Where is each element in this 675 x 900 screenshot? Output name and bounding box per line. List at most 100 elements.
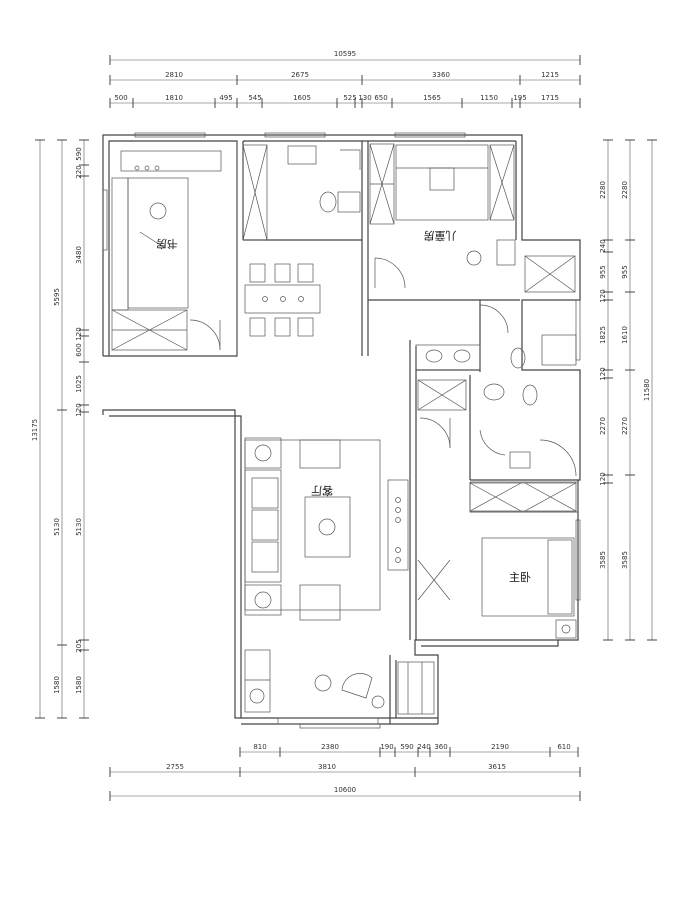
top-r3-3: 495	[219, 94, 232, 102]
left-r3-6: 1025	[75, 375, 83, 393]
bath-door-swing	[479, 304, 509, 334]
top-r2-1: 2810	[165, 71, 183, 79]
living-room: 客厅	[244, 437, 409, 621]
bath-door-swing	[479, 429, 506, 456]
top-total-dimension: 10595	[109, 50, 581, 65]
right-total-dimension: 11580	[643, 139, 657, 641]
top-r2-4: 1215	[541, 71, 559, 79]
top-r3-6: 525	[343, 94, 356, 102]
kids-bed	[395, 144, 489, 221]
study-chair-icon	[149, 202, 167, 220]
top-r3-12: 1715	[541, 94, 559, 102]
left-total-dimension: 13175	[31, 139, 45, 719]
bottom-r1-4: 590	[400, 743, 413, 751]
left-total-label: 13175	[31, 419, 39, 441]
top-r3-10: 1150	[480, 94, 498, 102]
lounge-chair	[341, 673, 373, 699]
bottom-r1-1: 810	[253, 743, 266, 751]
plant-icon	[314, 674, 332, 692]
balcony	[244, 649, 435, 715]
top-bathroom	[242, 144, 361, 241]
basin-icon	[453, 349, 471, 363]
dining-chair	[274, 317, 291, 337]
left-r3-7: 120	[75, 403, 83, 416]
top-r3-4: 545	[248, 94, 261, 102]
side-table	[244, 437, 282, 469]
top-bath-cabinet	[242, 144, 268, 241]
balcony-window-bay	[397, 661, 435, 715]
coffee-table	[304, 496, 351, 558]
bottom-r2-3: 3615	[488, 763, 506, 771]
dining-chair	[297, 317, 314, 337]
basin-icon	[425, 349, 443, 363]
top-r3-2: 1810	[165, 94, 183, 102]
master-bedroom: 主卧	[417, 537, 577, 639]
room-label-living: 客厅	[311, 484, 333, 498]
kids-door-swing	[374, 257, 406, 289]
study-desk-area	[127, 177, 189, 309]
walls	[102, 134, 581, 725]
bottom-total-dimension: 10600	[109, 786, 581, 801]
right-row3-dimension: 2280 240 955 120 1825 120 2270 120 3585	[599, 139, 613, 641]
left-r3-3: 3480	[75, 246, 83, 264]
top-r2-2: 2675	[291, 71, 309, 79]
bottom-r1-6: 360	[434, 743, 447, 751]
washer-icon	[337, 191, 361, 213]
kids-desk	[496, 239, 516, 266]
left-r3-4: 120	[75, 327, 83, 340]
right-r3-3: 955	[599, 265, 607, 278]
left-r3-2: 220	[75, 165, 83, 178]
bath-door-swing	[419, 417, 451, 449]
kids-room: 儿童房	[369, 143, 516, 289]
top-right-storage	[524, 255, 576, 293]
bottom-total-label: 10600	[334, 786, 356, 794]
top-r3-1: 500	[114, 94, 127, 102]
master-bathroom	[415, 304, 577, 512]
bottom-r1-2: 2380	[321, 743, 339, 751]
bottom-row2-dimension: 2755 3810 3615	[109, 763, 581, 777]
dining-chair	[297, 263, 314, 283]
top-row2-dimension: 2810 2675 3360 1215	[109, 71, 581, 85]
windows	[102, 132, 581, 729]
left-r2-3: 1580	[53, 676, 61, 694]
study-room: 书房	[111, 165, 221, 351]
right-r3-6: 120	[599, 367, 607, 380]
right-r3-1: 2280	[599, 181, 607, 199]
sink-icon	[287, 145, 317, 165]
washer-icon	[249, 688, 265, 704]
bottom-r1-8: 610	[557, 743, 570, 751]
right-r2-1: 2280	[621, 181, 629, 199]
bottom-row1-dimension: 810 2380 190 590 240 360 2190 610	[239, 743, 579, 757]
sofa	[244, 469, 282, 583]
right-r2-2: 955	[621, 265, 629, 278]
basin-icon	[483, 383, 505, 401]
left-r3-9: 205	[75, 639, 83, 652]
side-table	[244, 584, 282, 616]
bottom-r1-7: 2190	[491, 743, 509, 751]
left-row3-dimension: 590 220 3480 120 600 1025 120 5130 205 1…	[75, 139, 89, 719]
room-label-kids: 儿童房	[424, 229, 457, 243]
left-r3-8: 5130	[75, 518, 83, 536]
room-label-master: 主卧	[509, 571, 531, 584]
right-r3-2: 240	[599, 239, 607, 252]
top-r3-8: 650	[374, 94, 387, 102]
tv-cabinet	[387, 479, 409, 571]
armchair	[299, 584, 341, 621]
right-r2-3: 1610	[621, 326, 629, 344]
right-row2-dimension: 2280 955 1610 2270 3585	[621, 139, 635, 641]
plant-icon	[371, 695, 385, 709]
shower-tray	[541, 334, 577, 366]
right-r2-5: 3585	[621, 551, 629, 569]
top-r3-9: 1565	[423, 94, 441, 102]
bottom-r2-1: 2755	[166, 763, 184, 771]
dining-area	[244, 263, 321, 337]
bottom-r1-5: 240	[417, 743, 430, 751]
dining-chair	[249, 317, 266, 337]
study-shelf	[111, 177, 129, 311]
shower-corner	[340, 149, 361, 170]
top-r3-11: 195	[513, 94, 526, 102]
bottom-r2-2: 3810	[318, 763, 336, 771]
left-row2-dimension: 5595 5130 1580	[53, 139, 67, 719]
